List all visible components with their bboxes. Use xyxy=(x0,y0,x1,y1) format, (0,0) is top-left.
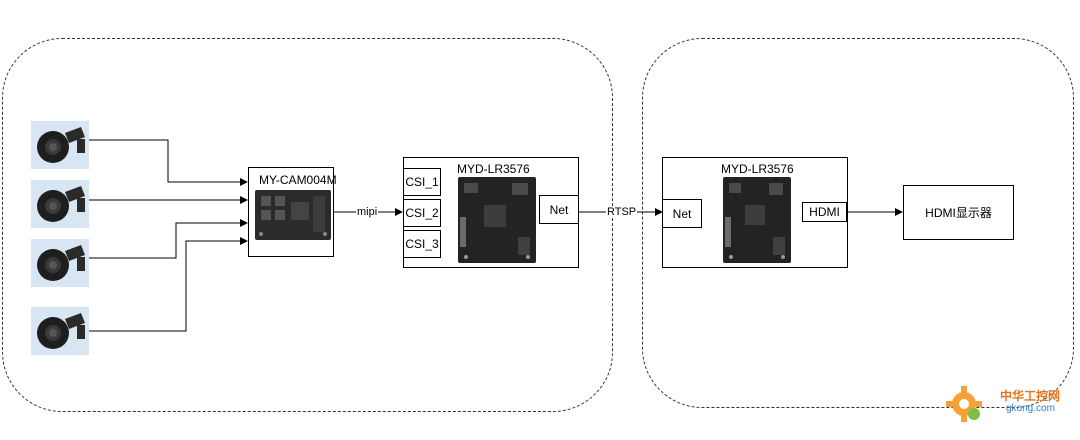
watermark-url: gkong.com xyxy=(1006,403,1055,414)
net-left-port: Net xyxy=(539,195,579,224)
cam-module-board-image xyxy=(255,190,331,240)
csi1-port: CSI_1 xyxy=(403,168,441,196)
gear-icon xyxy=(946,386,982,422)
receiver-group xyxy=(642,38,1074,408)
sender-group xyxy=(2,38,613,412)
camera-2 xyxy=(31,180,89,228)
camera-4-wire xyxy=(88,237,248,332)
camera-icon xyxy=(37,313,85,349)
mipi-edge-label: mipi xyxy=(356,206,379,218)
camera-icon xyxy=(37,127,85,163)
board-left-image xyxy=(458,177,536,263)
watermark-title: 中华工控网 xyxy=(1000,389,1061,403)
cam-module-node: MY-CAM004M xyxy=(248,167,337,257)
net-right-port: Net xyxy=(662,199,702,228)
display-node: HDMI显示器 xyxy=(903,185,1014,240)
board-right-label: MYD-LR3576 xyxy=(721,162,794,176)
camera-icon xyxy=(37,245,85,281)
hdmi-port: HDMI xyxy=(802,202,847,222)
camera-1 xyxy=(31,121,89,169)
board-right-image xyxy=(723,177,791,263)
camera-4 xyxy=(31,307,89,355)
camera-3-wire xyxy=(88,219,248,259)
camera-3 xyxy=(31,239,89,287)
rtsp-edge-label: RTSP xyxy=(606,206,638,218)
camera-icon xyxy=(37,186,85,222)
board-left-label: MYD-LR3576 xyxy=(457,162,530,176)
camera-1-wire xyxy=(88,139,248,186)
display-label: HDMI显示器 xyxy=(925,206,992,220)
csi3-port: CSI_3 xyxy=(403,230,441,258)
cam-module-label: MY-CAM004M xyxy=(259,173,337,187)
csi2-port: CSI_2 xyxy=(403,199,441,227)
